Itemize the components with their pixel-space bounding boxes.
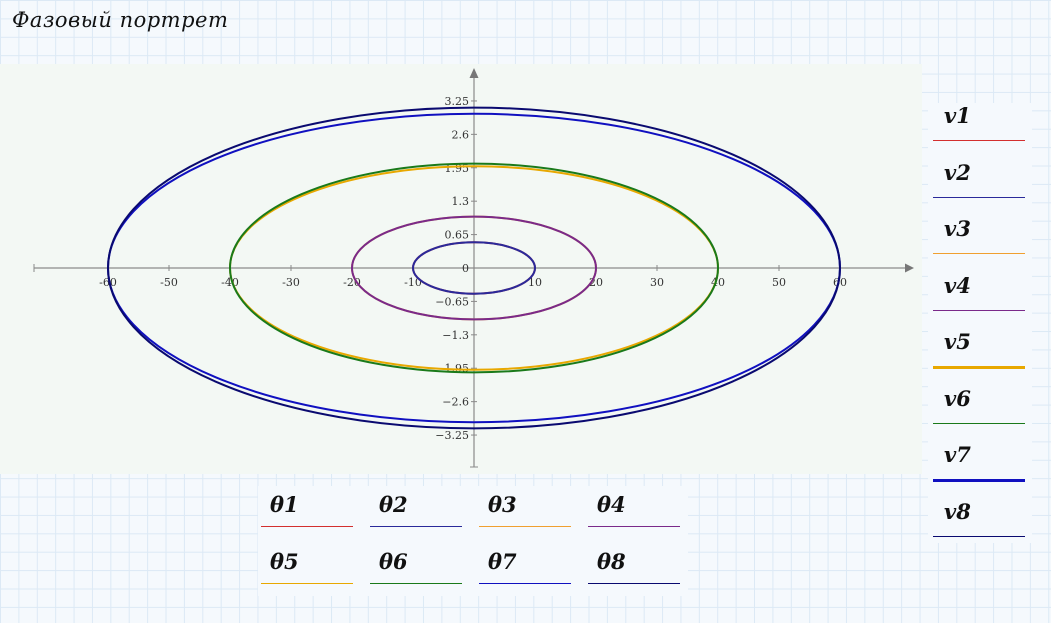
- x-tick-label: -10: [404, 276, 422, 289]
- legend-swatch: [370, 583, 462, 584]
- x-tick-label: -30: [282, 276, 300, 289]
- x-tick-label: -20: [343, 276, 361, 289]
- legend-label: v7: [944, 442, 971, 467]
- plot-region[interactable]: [0, 64, 922, 474]
- legend-item-v4[interactable]: v4: [928, 273, 1028, 313]
- legend-swatch: [933, 422, 1025, 424]
- legend-item-θ5[interactable]: θ5: [258, 543, 358, 589]
- legend-item-θ7[interactable]: θ7: [476, 543, 576, 589]
- y-tick-label: −2.6: [442, 396, 469, 409]
- series-curves: [107, 106, 841, 430]
- x-tick-label: -60: [99, 276, 117, 289]
- legend-label: v4: [944, 272, 971, 298]
- legend-swatch: [933, 479, 1025, 482]
- legend-swatch: [370, 526, 462, 527]
- legend-swatch: [261, 526, 353, 527]
- x-tick-label: 30: [650, 276, 664, 289]
- x-tick-label: 60: [833, 276, 847, 289]
- legend-item-v3[interactable]: v3: [928, 216, 1028, 256]
- y-tick-label: −1.3: [442, 329, 469, 342]
- legend-swatch: [479, 583, 571, 584]
- legend-swatch: [261, 583, 353, 584]
- legend-swatch: [933, 140, 1025, 141]
- legend-label: θ7: [488, 549, 517, 574]
- legend-label: θ1: [270, 492, 299, 517]
- legend-label: θ6: [379, 549, 408, 574]
- series-curve-4: [351, 215, 597, 321]
- legend-item-θ6[interactable]: θ6: [367, 543, 467, 589]
- legend-label: θ3: [488, 492, 517, 517]
- legend-item-θ1[interactable]: θ1: [258, 486, 358, 532]
- legend-swatch: [933, 253, 1025, 254]
- legend-item-v2[interactable]: v2: [928, 160, 1028, 200]
- legend-swatch: [933, 535, 1025, 537]
- y-tick-label: 3.25: [445, 95, 470, 108]
- legend-item-v6[interactable]: v6: [928, 386, 1028, 426]
- legend-theta[interactable]: θ1 θ2 θ3 θ4 θ5 θ6 θ7 θ8: [258, 486, 688, 596]
- legend-item-θ4[interactable]: θ4: [585, 486, 685, 532]
- legend-label: v8: [944, 498, 971, 524]
- y-tick-label: 0: [462, 262, 469, 275]
- series-curve-6: [229, 162, 719, 374]
- legend-swatch: [933, 309, 1025, 311]
- legend-item-θ2[interactable]: θ2: [367, 486, 467, 532]
- legend-swatch: [933, 196, 1025, 198]
- legend-item-v7[interactable]: v7: [928, 442, 1028, 482]
- x-tick-label: -50: [160, 276, 178, 289]
- legend-v[interactable]: v1 v2 v3 v4 v5 v6 v7 v8: [928, 103, 1032, 543]
- x-axis-arrow: [905, 263, 914, 273]
- legend-swatch: [479, 526, 571, 527]
- legend-item-v5[interactable]: v5: [928, 329, 1028, 369]
- series-curve-8: [107, 106, 841, 430]
- legend-label: v3: [944, 216, 971, 241]
- legend-label: θ2: [379, 492, 408, 517]
- legend-swatch: [588, 583, 680, 584]
- y-tick-label: 1.3: [452, 195, 470, 208]
- worksheet-title: Фазовый портрет: [12, 8, 229, 32]
- legend-item-θ3[interactable]: θ3: [476, 486, 576, 532]
- legend-item-v8[interactable]: v8: [928, 499, 1028, 539]
- legend-label: θ5: [270, 549, 299, 574]
- y-tick-label: 2.6: [452, 128, 470, 141]
- legend-label: θ4: [597, 492, 626, 517]
- x-tick-label: 50: [772, 276, 786, 289]
- legend-swatch: [588, 526, 680, 527]
- legend-label: v2: [944, 159, 971, 185]
- series-curve-2: [412, 241, 536, 295]
- legend-label: v5: [944, 329, 971, 354]
- legend-label: v1: [944, 103, 971, 128]
- y-axis-arrow: [469, 68, 479, 78]
- legend-label: v6: [944, 385, 971, 411]
- legend-swatch: [933, 366, 1025, 369]
- legend-label: θ8: [597, 549, 626, 574]
- y-tick-label: −3.25: [435, 429, 469, 442]
- legend-item-v1[interactable]: v1: [928, 103, 1028, 143]
- x-tick-label: 10: [528, 276, 542, 289]
- y-tick-label: −0.65: [435, 295, 469, 308]
- x-tick-label: -40: [221, 276, 239, 289]
- legend-item-θ8[interactable]: θ8: [585, 543, 685, 589]
- y-tick-label: 0.65: [445, 229, 470, 242]
